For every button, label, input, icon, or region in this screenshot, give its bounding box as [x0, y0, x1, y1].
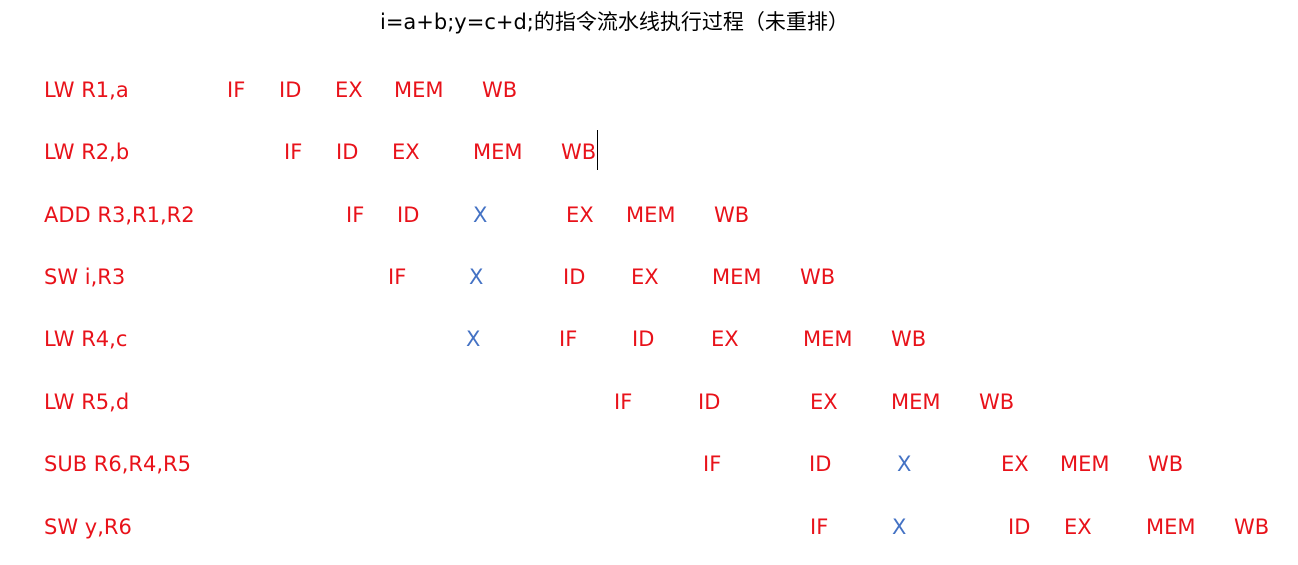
instruction-label: SUB R6,R4,R5: [44, 452, 191, 476]
stall-marker: X: [469, 265, 484, 289]
stage-wb: WB: [891, 327, 927, 351]
stall-marker: X: [892, 515, 907, 539]
stage-id: ID: [1008, 515, 1031, 539]
stage-wb: WB: [482, 78, 518, 102]
stage-wb: WB: [800, 265, 836, 289]
stage-if: IF: [388, 265, 407, 289]
instruction-label: LW R5,d: [44, 390, 130, 414]
stage-mem: MEM: [803, 327, 853, 351]
text-cursor: [597, 130, 598, 170]
stall-marker: X: [897, 452, 912, 476]
instruction-label: LW R1,a: [44, 78, 129, 102]
stage-mem: MEM: [473, 140, 523, 164]
stage-wb: WB: [1148, 452, 1184, 476]
stage-ex: EX: [1001, 452, 1029, 476]
stage-ex: EX: [335, 78, 363, 102]
stage-id: ID: [632, 327, 655, 351]
stage-ex: EX: [631, 265, 659, 289]
stall-marker: X: [466, 327, 481, 351]
stage-if: IF: [284, 140, 303, 164]
stage-id: ID: [397, 203, 420, 227]
stage-if: IF: [346, 203, 365, 227]
stage-if: IF: [703, 452, 722, 476]
stage-id: ID: [809, 452, 832, 476]
stage-wb: WB: [1234, 515, 1270, 539]
stage-mem: MEM: [891, 390, 941, 414]
stage-id: ID: [279, 78, 302, 102]
stage-wb: WB: [979, 390, 1015, 414]
stage-if: IF: [614, 390, 633, 414]
stage-ex: EX: [711, 327, 739, 351]
stall-marker: X: [473, 203, 488, 227]
stage-id: ID: [563, 265, 586, 289]
stage-ex: EX: [1064, 515, 1092, 539]
stage-mem: MEM: [712, 265, 762, 289]
stage-ex: EX: [392, 140, 420, 164]
instruction-label: SW y,R6: [44, 515, 132, 539]
instruction-label: LW R2,b: [44, 140, 130, 164]
stage-mem: MEM: [626, 203, 676, 227]
stage-if: IF: [559, 327, 578, 351]
instruction-label: LW R4,c: [44, 327, 128, 351]
stage-ex: EX: [566, 203, 594, 227]
stage-mem: MEM: [394, 78, 444, 102]
stage-if: IF: [810, 515, 829, 539]
diagram-title: i=a+b;y=c+d;的指令流水线执行过程（未重排）: [380, 10, 849, 34]
stage-id: ID: [336, 140, 359, 164]
instruction-label: ADD R3,R1,R2: [44, 203, 195, 227]
stage-wb: WB: [561, 140, 597, 164]
stage-mem: MEM: [1060, 452, 1110, 476]
stage-ex: EX: [810, 390, 838, 414]
instruction-label: SW i,R3: [44, 265, 126, 289]
stage-if: IF: [227, 78, 246, 102]
stage-wb: WB: [714, 203, 750, 227]
stage-id: ID: [698, 390, 721, 414]
stage-mem: MEM: [1146, 515, 1196, 539]
